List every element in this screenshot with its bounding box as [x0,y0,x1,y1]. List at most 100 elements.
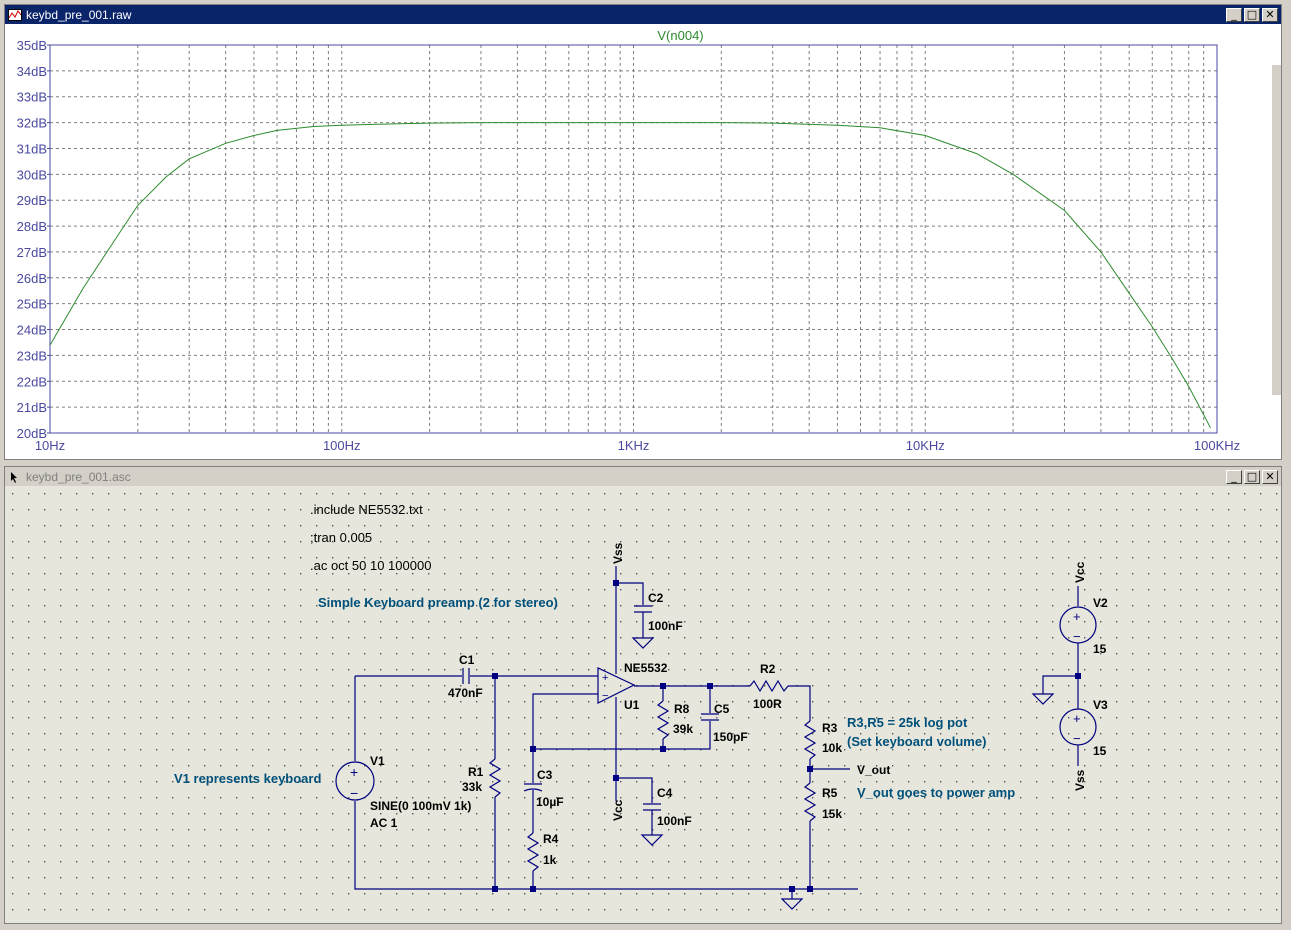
net-label[interactable]: Vss [1073,769,1087,791]
wire[interactable] [616,777,653,803]
y-tick-label: 25dB [17,297,47,312]
component-value[interactable]: 10k [822,741,842,755]
y-tick-label: 35dB [17,38,47,53]
x-tick-label: 100KHz [1194,438,1240,453]
wire[interactable] [533,721,711,750]
svg-text:−: − [1073,731,1081,746]
spice-directive[interactable]: .include NE5532.txt [310,502,423,517]
ground-symbol[interactable] [1031,693,1055,705]
component-value[interactable]: 15k [822,807,842,821]
svg-text:−: − [350,785,358,801]
component-value[interactable]: 470nF [448,686,483,700]
plot-window-titlebar[interactable]: keybd_pre_001.raw _ □ ✕ [5,5,1281,24]
y-tick-label: 27dB [17,245,47,260]
component-ref: C2 [648,591,664,605]
net-label[interactable]: Vcc [611,799,625,821]
component-value[interactable]: 1k [543,853,557,867]
y-tick-label: 20dB [17,426,47,441]
spice-directive[interactable]: .ac oct 50 10 100000 [310,558,431,573]
y-tick-label: 23dB [17,348,47,363]
component-ref: V1 [370,754,385,768]
resistor-r3[interactable] [803,720,817,760]
component-ref: V2 [1093,596,1108,610]
resistor-r1[interactable] [488,758,502,798]
y-tick-label: 31dB [17,141,47,156]
schematic-comment[interactable]: R3,R5 = 25k log pot [847,715,968,730]
plot-frame [49,44,1218,434]
schematic-comment[interactable]: V1 represents keyboard [174,771,321,786]
component-ref: R4 [543,832,559,846]
maximize-button[interactable]: □ [1244,7,1260,22]
capacitor-c3[interactable] [523,783,543,792]
net-label[interactable]: Vcc [1073,561,1087,583]
component-ref: R1 [468,765,484,779]
minimize-button[interactable]: _ [1226,7,1242,22]
wire[interactable] [616,582,644,605]
resistor-r4[interactable] [526,832,540,872]
y-tick-label: 32dB [17,116,47,131]
net-label[interactable]: Vss [611,542,625,564]
ground-symbol[interactable] [640,834,664,846]
component-value[interactable]: SINE(0 100mV 1k) [370,799,471,813]
component-value[interactable]: 15 [1093,744,1107,758]
ground-symbol[interactable] [780,898,804,910]
voltage-source-v1[interactable]: + − [335,761,375,801]
capacitor-c5[interactable] [701,713,719,721]
schematic-canvas[interactable]: .include NE5532.txt ;tran 0.005 .ac oct … [5,486,1281,923]
schematic-window[interactable]: keybd_pre_001.asc _ □ ✕ .include NE5532.… [4,466,1282,924]
component-ref: V3 [1093,698,1108,712]
opamp-u1[interactable]: + − [597,667,636,704]
maximize-button[interactable]: □ [1244,469,1260,484]
component-value[interactable]: 39k [673,722,693,736]
x-tick-label: 100Hz [323,438,361,453]
schematic-window-titlebar[interactable]: keybd_pre_001.asc _ □ ✕ [5,467,1281,486]
resistor-r5[interactable] [803,782,817,822]
plot-grid [50,45,1217,433]
component-value[interactable]: 100nF [657,814,692,828]
trace-label[interactable]: V(n004) [657,28,703,43]
schematic-comment[interactable]: V_out goes to power amp [857,785,1015,800]
plot-window-title: keybd_pre_001.raw [26,7,132,22]
schematic-window-icon [8,470,22,484]
component-value[interactable]: 100R [753,697,782,711]
close-button[interactable]: ✕ [1262,469,1278,484]
resistor-r8[interactable] [656,700,670,740]
component-value[interactable]: NE5532 [624,661,668,675]
x-tick-label: 10Hz [35,438,65,453]
trace-line[interactable] [49,122,1211,429]
bode-plot[interactable]: 35dB34dB33dB32dB31dB30dB29dB28dB27dB26dB… [5,24,1281,459]
wire[interactable] [788,685,811,721]
waveform-window-icon [8,8,22,22]
svg-text:+: + [602,672,608,684]
component-ref: R2 [760,662,776,676]
resistor-r2[interactable] [749,679,789,693]
component-value[interactable]: 100nF [648,619,683,633]
component-value[interactable]: 33k [462,780,482,794]
capacitor-c1[interactable] [462,668,470,684]
wire[interactable] [532,693,598,783]
schematic-comment[interactable]: Simple Keyboard preamp (2 for stereo) [318,595,558,610]
net-label-vout[interactable]: V_out [857,763,890,777]
y-tick-label: 22dB [17,374,47,389]
component-value[interactable]: 150pF [713,730,748,744]
minimize-button[interactable]: _ [1226,469,1242,484]
svg-text:+: + [1073,711,1081,726]
close-button[interactable]: ✕ [1262,7,1278,22]
spice-directive[interactable]: ;tran 0.005 [310,530,372,545]
schematic-drawing[interactable]: .include NE5532.txt ;tran 0.005 .ac oct … [5,486,1281,923]
wire[interactable] [1042,675,1078,694]
x-tick-label: 1KHz [618,438,650,453]
component-value[interactable]: 10µF [536,795,564,809]
y-tick-label: 21dB [17,400,47,415]
svg-text:+: + [1073,609,1081,624]
plot-right-edge [1272,65,1281,395]
ground-symbol[interactable] [631,637,655,649]
component-value[interactable]: 15 [1093,642,1107,656]
component-value[interactable]: AC 1 [370,816,398,830]
wire[interactable] [354,801,858,890]
svg-text:−: − [602,690,608,702]
schematic-comment[interactable]: (Set keyboard volume) [847,734,986,749]
